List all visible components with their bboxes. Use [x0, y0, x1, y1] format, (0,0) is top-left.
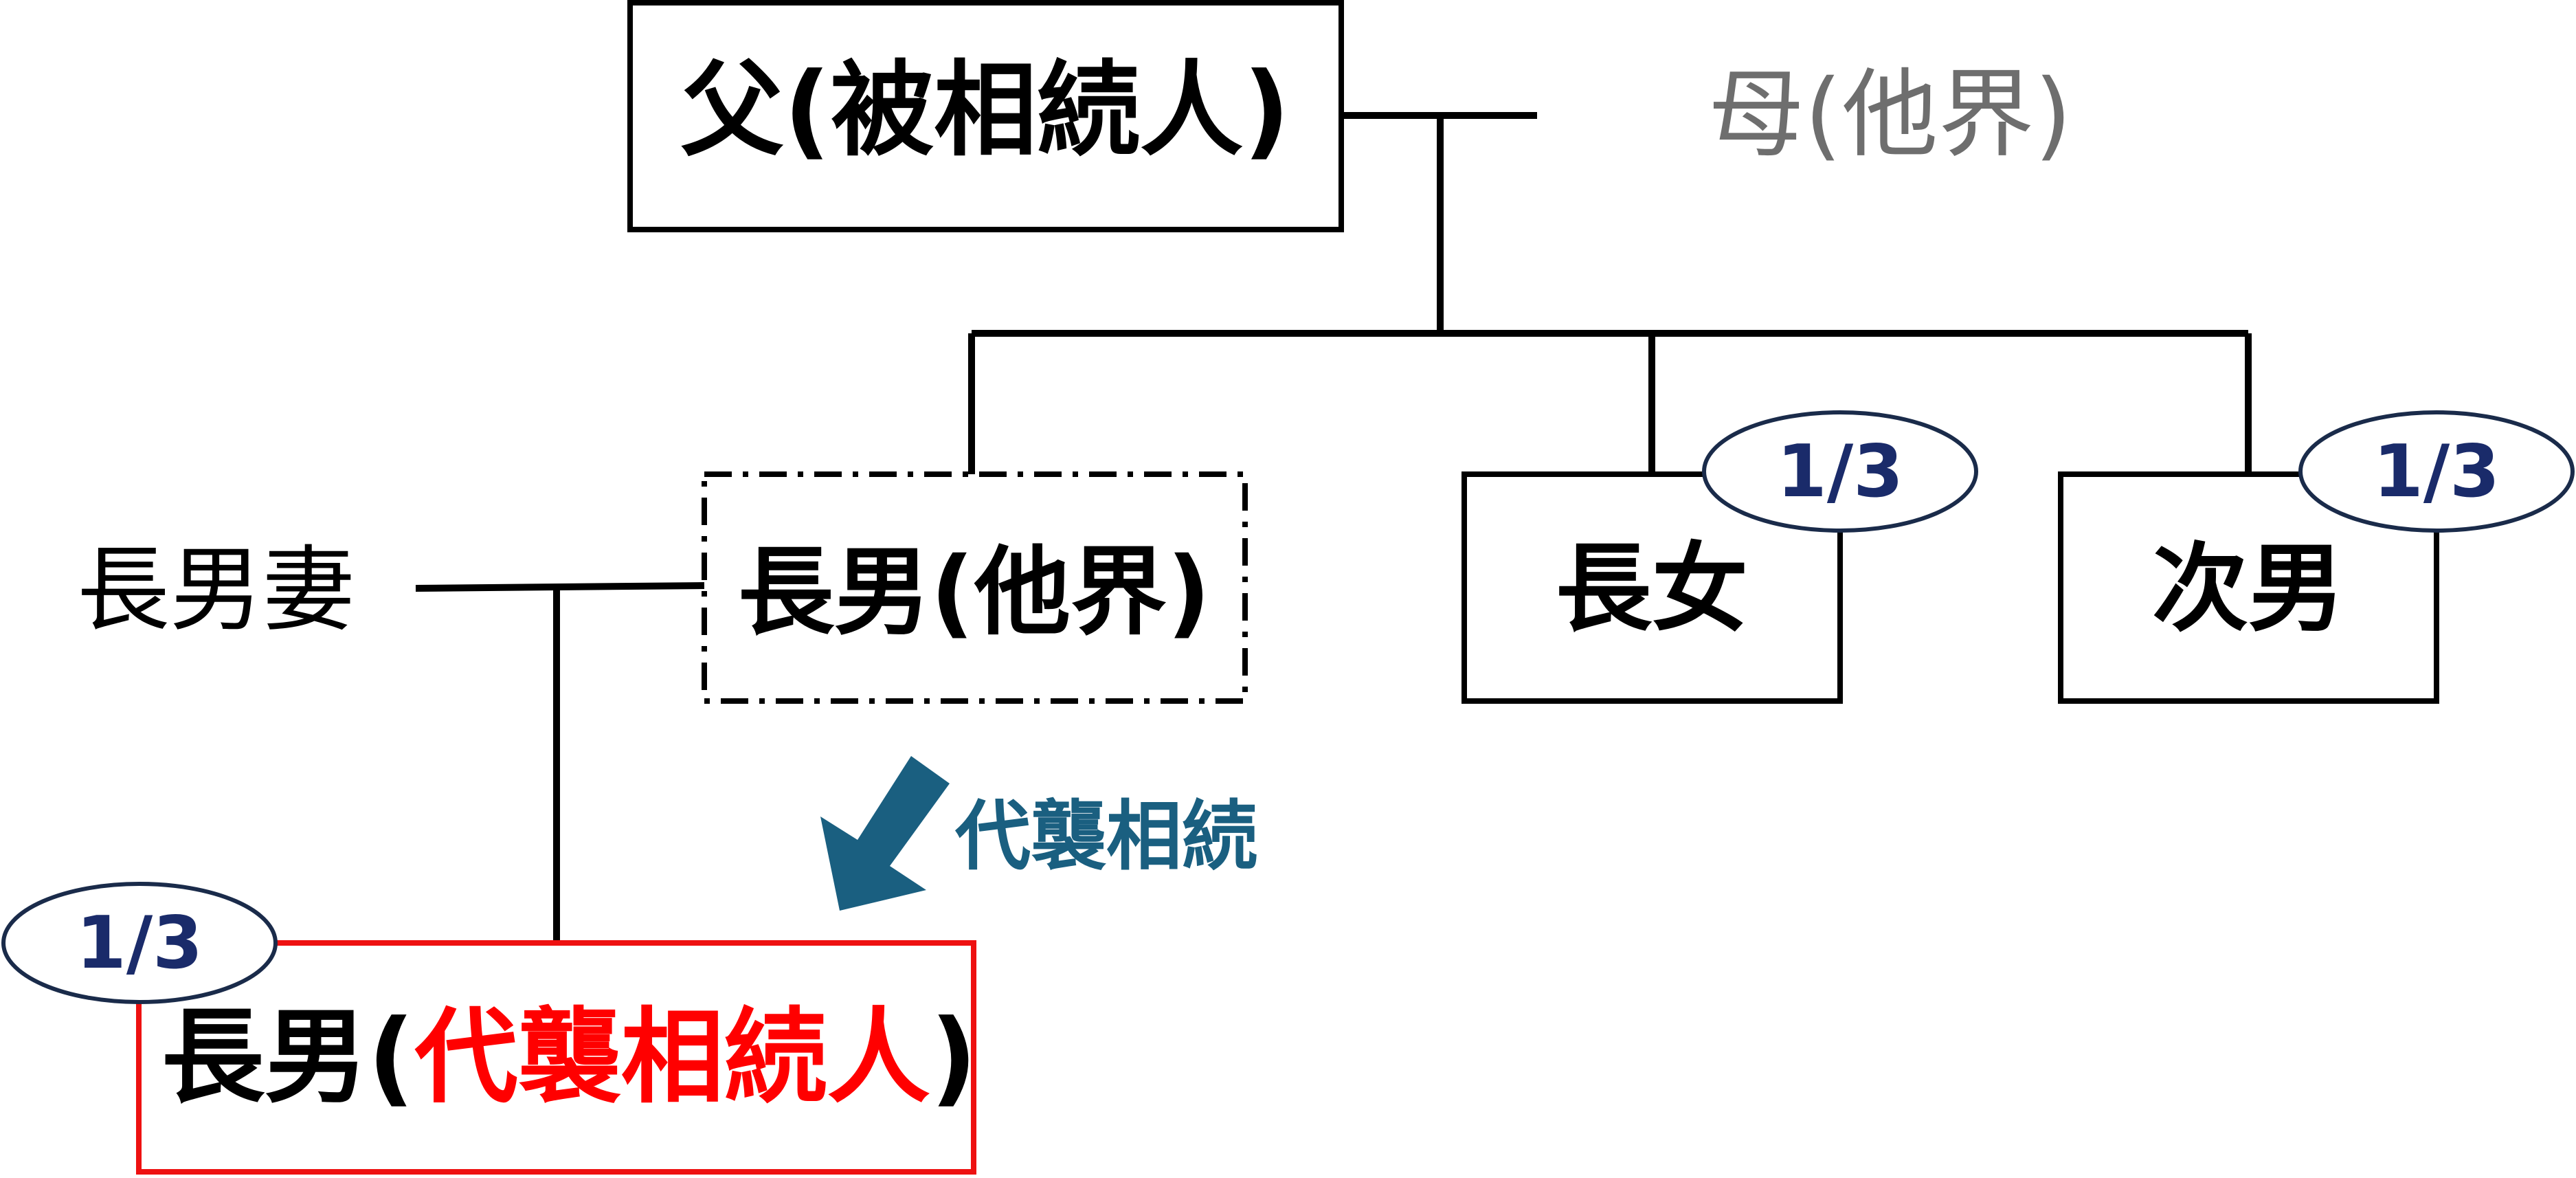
connector-lines: [415, 112, 2252, 943]
eldest-son-node: 長男(他界): [702, 471, 1248, 704]
spouse-line-eldest-son-wife: [415, 582, 705, 592]
grandson-node: 長男(代襲相続人) 1/3: [1, 882, 977, 1175]
second-son-share: 1/3: [2373, 430, 2500, 513]
eldest-daughter-share-oval: [1702, 410, 1978, 533]
grandson-label: 長男(代襲相続人): [161, 998, 977, 1118]
eldest-son-dashed-box: [702, 471, 1248, 704]
eldest-daughter-label: 長女: [1556, 533, 1748, 645]
father-box: [627, 0, 1344, 232]
father-label: 父(被相続人): [680, 51, 1290, 170]
eldest-daughter-share: 1/3: [1777, 430, 1903, 513]
grandson-label-prefix: 長男(: [161, 998, 415, 1118]
grandson-label-role: 代襲相続人: [414, 998, 930, 1118]
mother-label: 母(他界): [1708, 59, 2072, 171]
grandson-share: 1/3: [76, 901, 203, 985]
eldest-daughter-node: 長女 1/3: [1461, 410, 1978, 704]
down-left-arrow-icon: [820, 756, 950, 911]
father-node: 父(被相続人): [627, 0, 1344, 232]
arrow-label: 代襲相続: [954, 792, 1257, 880]
grandson-box: [136, 940, 976, 1175]
representation-arrow: 代襲相続: [820, 756, 1257, 911]
second-son-share-oval: [2298, 410, 2575, 533]
eldest-son-wife-label: 長男妻: [77, 536, 355, 644]
eldest-son-label: 長男(他界): [738, 537, 1211, 649]
grandson-label-suffix: ): [930, 998, 978, 1118]
second-son-label: 次男: [2152, 533, 2344, 645]
second-son-node: 次男 1/3: [2058, 410, 2575, 704]
grandson-share-oval: [1, 882, 278, 1004]
